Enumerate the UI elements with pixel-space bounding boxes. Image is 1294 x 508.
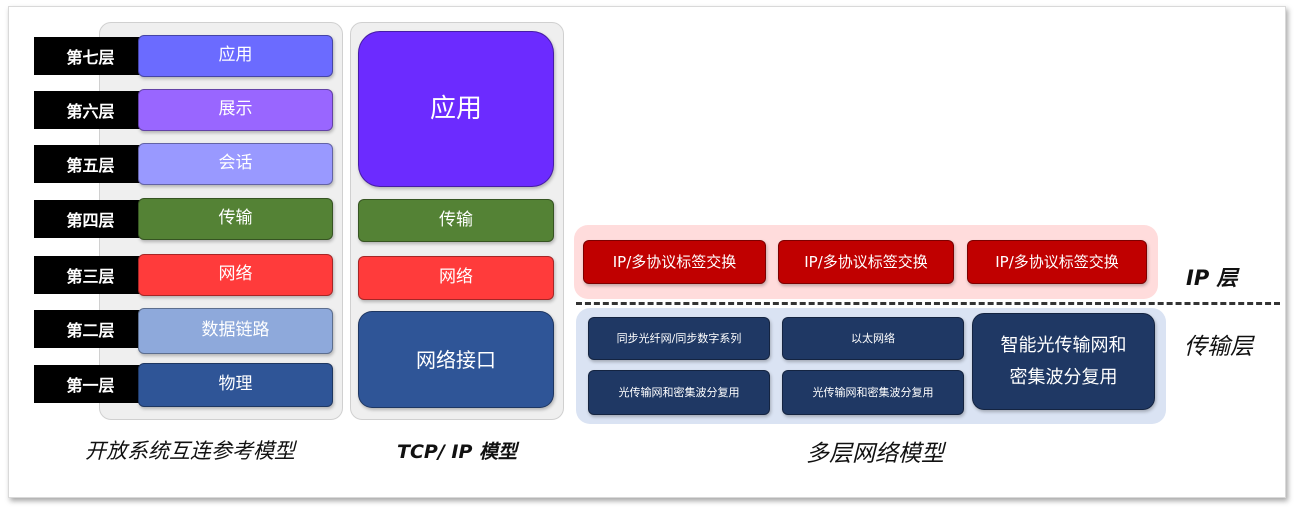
transport-ethernet-box: 以太网络	[782, 317, 964, 360]
osi-layer-1-physical: 物理	[138, 363, 333, 407]
tcpip-application: 应用	[358, 31, 554, 187]
ip-mpls-box-3: IP/多协议标签交换	[967, 240, 1147, 284]
osi-layer-7-label: 第七层	[34, 37, 147, 75]
osi-layer-6-presentation: 展示	[138, 89, 333, 131]
osi-layer-4-label: 第四层	[34, 200, 147, 238]
ip-mpls-box-1: IP/多协议标签交换	[583, 240, 766, 284]
tcpip-network: 网络	[358, 256, 554, 300]
transport-layer-label: 传输层	[1184, 334, 1253, 360]
osi-caption: 开放系统互连参考模型	[85, 439, 295, 463]
osi-layer-5-label: 第五层	[34, 145, 147, 183]
tcpip-transport: 传输	[358, 199, 554, 242]
osi-layer-3-label: 第三层	[34, 256, 147, 294]
osi-layer-1-label: 第一层	[34, 365, 147, 403]
transport-intelligent-otn-dwdm-box: 智能光传输网和密集波分复用	[972, 313, 1155, 410]
osi-layer-2-data-link: 数据链路	[138, 308, 333, 354]
tcpip-network-interface: 网络接口	[358, 311, 554, 408]
transport-otn-dwdm-box-1: 光传输网和密集波分复用	[588, 370, 770, 415]
osi-layer-5-session: 会话	[138, 143, 333, 185]
multilayer-caption: 多层网络模型	[806, 441, 944, 467]
ip-layer-label: IP 层	[1186, 266, 1238, 290]
tcpip-caption: TCP/ IP 模型	[397, 440, 517, 463]
transport-otn-dwdm-box-2: 光传输网和密集波分复用	[782, 370, 964, 415]
transport-sonet-sdh-box: 同步光纤网/同步数字系列	[588, 317, 770, 360]
osi-layer-4-transport: 传输	[138, 198, 333, 240]
osi-layer-7-application: 应用	[138, 35, 333, 77]
ip-mpls-box-2: IP/多协议标签交换	[778, 240, 954, 284]
osi-layer-6-label: 第六层	[34, 91, 147, 129]
layer-divider-line	[576, 302, 1280, 305]
osi-layer-3-network: 网络	[138, 254, 333, 296]
osi-layer-2-label: 第二层	[34, 310, 147, 348]
